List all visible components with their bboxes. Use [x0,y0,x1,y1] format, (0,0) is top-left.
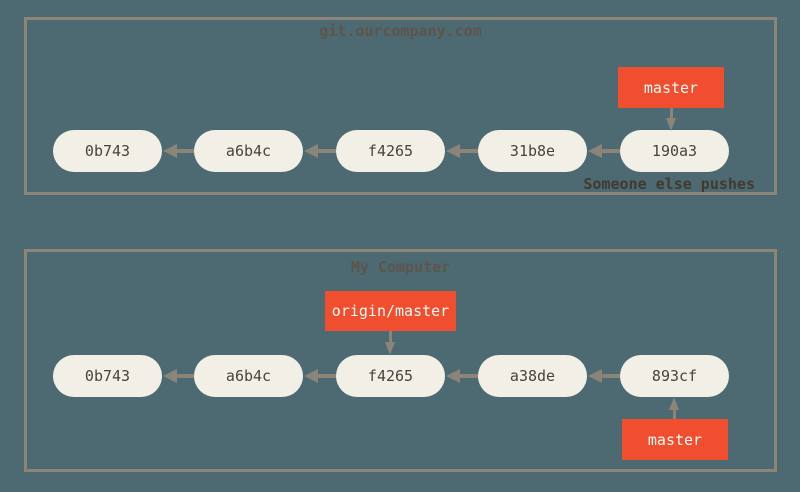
arrow-left-icon [163,369,177,383]
commit-node: a6b4c [194,355,303,397]
commit-node: 0b743 [53,355,162,397]
commit-node: f4265 [336,130,445,172]
arrow-down-icon [385,342,395,355]
arrow-left-icon [304,369,318,383]
arrow-left-icon [446,144,460,158]
my-computer-panel [24,249,777,472]
arrow-down-icon [666,118,676,131]
arrow-left-icon [163,144,177,158]
remote-panel-title: git.ourcompany.com [319,22,482,40]
arrow-left-icon [588,144,602,158]
remote-server-panel [24,17,777,195]
branch-label-origin-master: origin/master [325,291,456,331]
commit-node: 0b743 [53,130,162,172]
arrow-left-icon [588,369,602,383]
branch-label-master-remote: master [618,67,724,108]
commit-node: 893cf [620,355,729,397]
arrow-left-icon [304,144,318,158]
commit-node: a6b4c [194,130,303,172]
arrow-up-icon [669,397,679,410]
someone-else-pushes-caption: Someone else pushes [583,175,755,193]
commit-node: f4265 [336,355,445,397]
branch-label-master-local: master [622,419,728,460]
commit-node: a38de [478,355,587,397]
arrow-left-icon [446,369,460,383]
local-panel-title: My Computer [350,258,451,276]
commit-node: 31b8e [478,130,587,172]
commit-node: 190a3 [620,130,729,172]
